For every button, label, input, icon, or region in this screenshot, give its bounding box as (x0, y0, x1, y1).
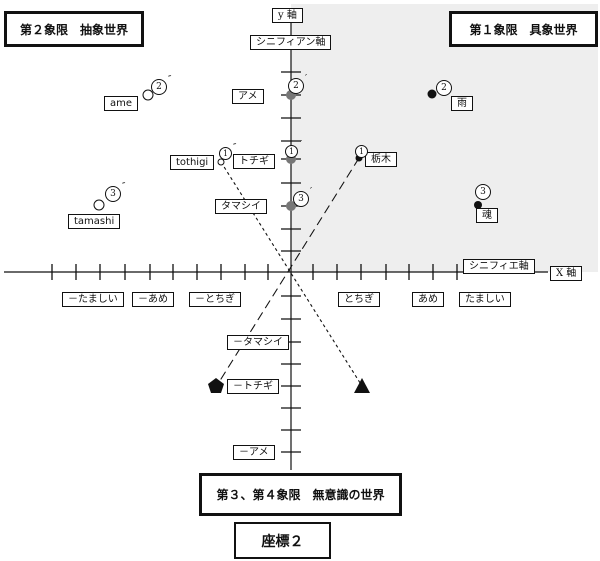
point-label-tamashii-kanji: 魂 (476, 208, 498, 223)
x-tick-label-neg-ame: －あめ (132, 292, 174, 307)
number-2-prime: 2 (288, 78, 304, 94)
number-1-q1: 1 (355, 145, 368, 158)
double-prime-mark-1: ″ (233, 143, 237, 153)
quadrant-34-title: 第３、第４象限 無意識の世界 (199, 473, 402, 516)
x-tick-label-tamashii: たましい (459, 292, 511, 307)
point-label-ame-roman: ame (104, 96, 139, 111)
y-tick-label-ame: アメ (232, 89, 264, 104)
number-1-double-prime: 1 (219, 147, 232, 160)
number-2-double-prime: 2 (151, 79, 167, 95)
quadrant-2-title: 第２象限 抽象世界 (4, 11, 144, 47)
signifiant-axis-label: シニフィアン軸 (250, 35, 332, 50)
x-axis-label: X 軸 (550, 266, 583, 281)
triangle-icon (354, 378, 370, 393)
double-prime-mark-2: ″ (168, 75, 172, 85)
number-3-double-prime: 3 (105, 186, 121, 202)
point-ame-roman (142, 89, 154, 101)
point-label-tamashi-roman: tamashi (68, 214, 121, 229)
y-axis-label: y 軸 (272, 8, 303, 23)
x-tick-label-ame: あめ (412, 292, 444, 307)
point-tothigi-roman (217, 158, 225, 166)
y-tick-label-neg-tochigi: －トチギ (227, 379, 279, 394)
quadrant-1-title: 第１象限 具象世界 (449, 11, 598, 47)
y-tick-label-neg-tamashii: －タマシイ (227, 335, 289, 350)
number-3-q1: 3 (475, 184, 491, 200)
x-tick-marks (51, 264, 458, 280)
first-quadrant-area (291, 4, 598, 272)
point-label-tothigi-roman: tothigi (170, 155, 215, 170)
number-3-prime: 3 (293, 191, 309, 207)
x-tick-label-neg-tamashii: －たましい (62, 292, 124, 307)
y-tick-label-neg-ame: －アメ (233, 445, 275, 460)
prime-mark-1: ′ (300, 140, 303, 150)
point-label-ame-kanji: 雨 (451, 96, 473, 111)
number-2-q1: 2 (436, 80, 452, 96)
prime-mark-3: ′ (310, 187, 313, 197)
point-tamashi-roman (93, 199, 105, 211)
y-tick-label-tochigi: トチギ (233, 154, 275, 169)
x-tick-label-tochigi: とちぎ (338, 292, 380, 307)
signifie-axis-label: シニフィエ軸 (463, 259, 535, 274)
pentagon-icon (208, 378, 224, 393)
prime-mark-2: ′ (305, 74, 308, 84)
y-tick-label-tamashii: タマシイ (215, 199, 267, 214)
x-tick-label-neg-tochigi: －とちぎ (189, 292, 241, 307)
number-1-prime: 1 (285, 145, 298, 158)
point-label-tochigi-kanji: 栃木 (365, 152, 397, 167)
double-prime-mark-3: ″ (122, 182, 126, 192)
point-ame-kanji (427, 89, 437, 99)
figure-caption: 座標２ (234, 522, 331, 559)
point-tamashii-kanji (474, 201, 482, 209)
